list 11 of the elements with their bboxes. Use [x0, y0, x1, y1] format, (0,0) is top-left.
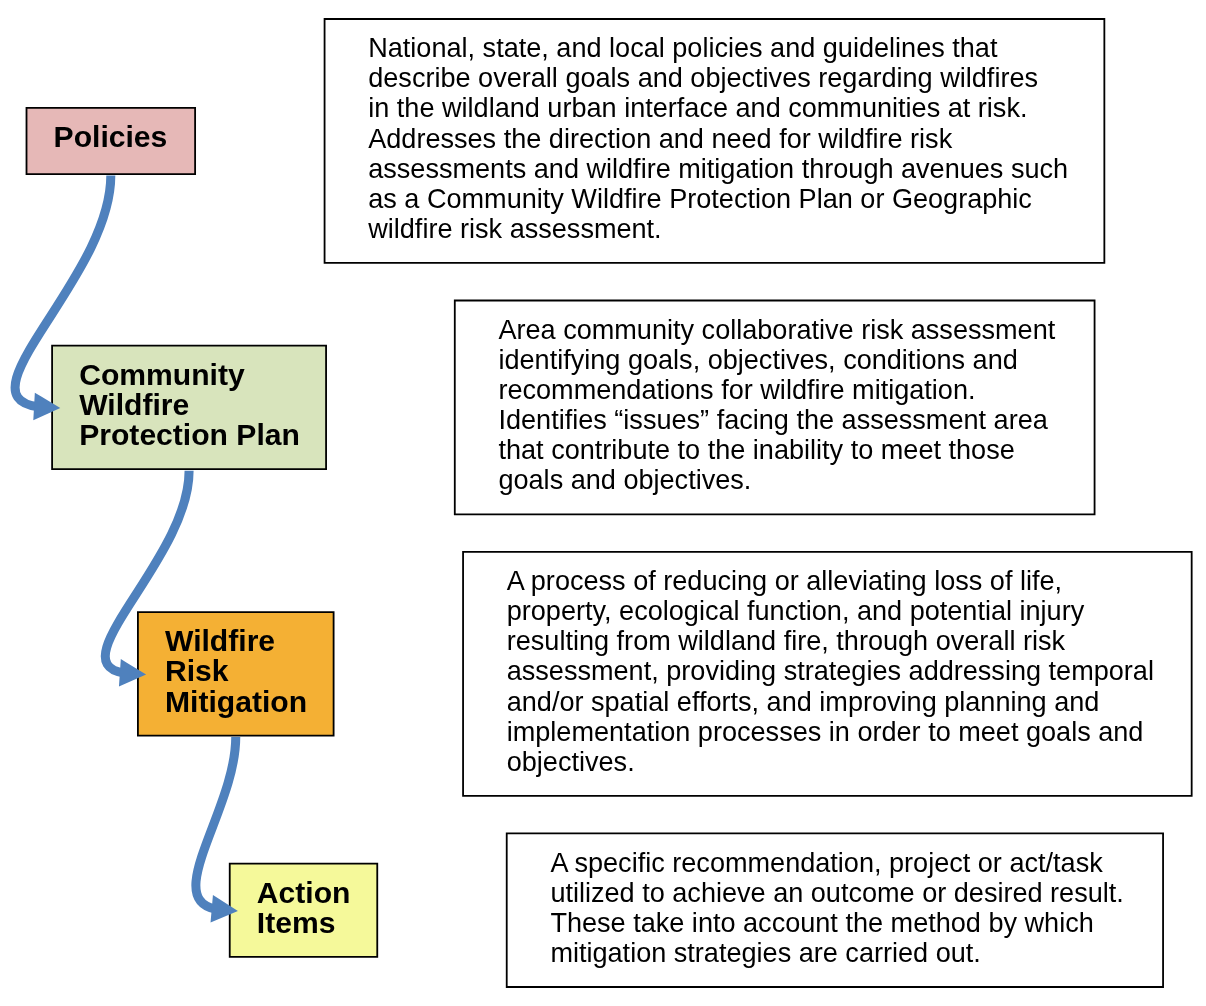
- node-box: Community Wildfire Protection Plan: [51, 344, 327, 471]
- arrow: [101, 470, 194, 687]
- arrow: [191, 736, 241, 923]
- node-box: A specific recommendation, project or act/task utilized to achieve an outcome or desired result. These take into account the method by which mitigation strategies are carried out.: [505, 832, 1164, 988]
- node-box: Policies: [25, 106, 196, 175]
- node-box: A process of reducing or alleviating loss of life, property, ecological function, and potential injury resulting from wildland fire, through overall risk assessment, providing strategies addressing temporal and/or spatial efforts, and improving planning and implementation processes in order to meet goals and objectives.: [462, 551, 1193, 797]
- node-box: Area community collaborative risk assessment identifying goals, objectives, conditions and recommendations for wildfire mitigation. Identifies “issues” facing the assessment area that contribute to the inability to meet those goals and objectives.: [453, 299, 1096, 516]
- node-box: National, state, and local policies and guidelines that describe overall goals and objectives regarding wildfires in the wildland urban interface and communities at risk. Addresses the direction and need for wildfire risk assessments and wildfire mitigation through avenues such as a Community Wildfire Protection Plan or Geographic wildfire risk assessment.: [323, 18, 1106, 264]
- node-box: Wildfire Risk Mitigation: [137, 611, 335, 737]
- arrow: [11, 175, 116, 421]
- node-box: Action Items: [228, 862, 379, 958]
